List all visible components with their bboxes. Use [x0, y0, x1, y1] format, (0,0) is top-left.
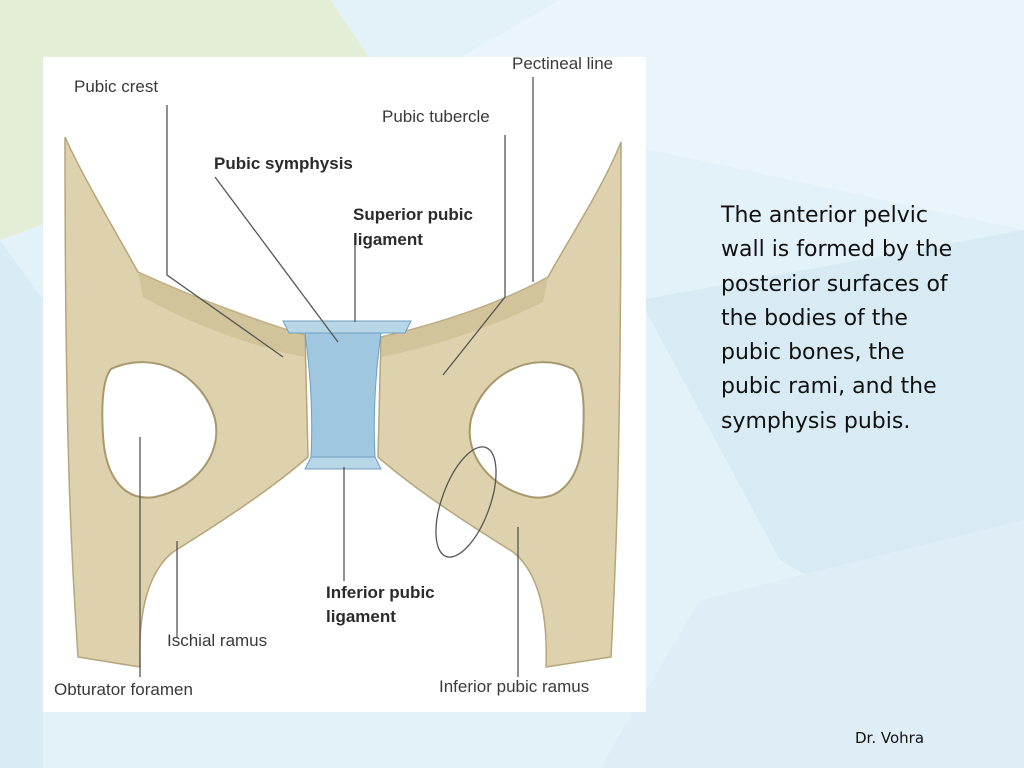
- pubic-symphysis-disc: [304, 332, 382, 458]
- label-inferior-pubic-ligament-line1: Inferior pubic: [326, 583, 435, 602]
- label-inferior-pubic-ramus: Inferior pubic ramus: [439, 677, 590, 696]
- pelvis-illustration: [64, 77, 622, 677]
- label-inferior-pubic-ligament-line2: ligament: [326, 607, 396, 626]
- description-text: The anterior pelvic wall is formed by th…: [721, 203, 953, 434]
- pelvis-anatomy-figure: Pubic crest Pectineal line Pubic tubercl…: [43, 54, 646, 712]
- label-ischial-ramus: Ischial ramus: [167, 631, 268, 650]
- label-obturator-foramen: Obturator foramen: [54, 680, 193, 699]
- label-pectineal-line: Pectineal line: [512, 54, 614, 73]
- label-superior-pubic-ligament-line1: Superior pubic: [353, 205, 473, 224]
- label-superior-pubic-ligament-line2: ligament: [353, 230, 423, 249]
- label-pubic-tubercle: Pubic tubercle: [382, 107, 490, 126]
- inferior-pubic-ligament-shape: [304, 456, 382, 470]
- label-pubic-crest: Pubic crest: [74, 77, 159, 96]
- right-obturator-foramen: [468, 361, 585, 499]
- superior-pubic-ligament-shape: [282, 320, 412, 334]
- label-pubic-symphysis: Pubic symphysis: [214, 154, 353, 173]
- left-obturator-foramen: [101, 361, 218, 499]
- author-credit: Dr. Vohra: [855, 729, 925, 747]
